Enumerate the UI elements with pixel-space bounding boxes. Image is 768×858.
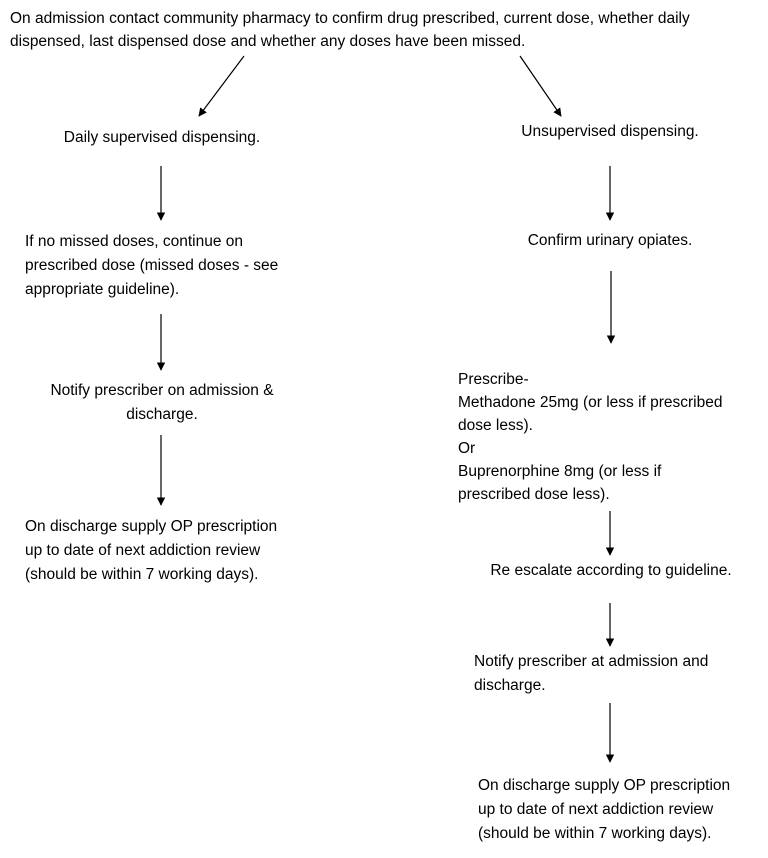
arrow-to-left-branch [198, 55, 245, 117]
arrow-to-right-branch [519, 55, 562, 117]
right-step-1: Confirm urinary opiates. [527, 232, 693, 249]
left-step-2: Notify prescriber on admission & dischar… [50, 382, 274, 423]
right-step-2: Prescribe- Methadone 25mg (or less if pr… [458, 371, 723, 503]
right-step-5: On discharge supply OP prescription up t… [478, 777, 731, 842]
left-step-3: On discharge supply OP prescription up t… [25, 518, 278, 583]
right-step-4: Notify prescriber at admission and disch… [474, 653, 709, 694]
right-heading: Unsupervised dispensing. [521, 123, 699, 140]
left-step-1: If no missed doses, continue on prescrib… [25, 233, 279, 298]
right-step-3: Re escalate according to guideline. [490, 562, 732, 579]
intro-text: On admission contact community pharmacy … [10, 10, 690, 50]
left-heading: Daily supervised dispensing. [63, 129, 261, 146]
